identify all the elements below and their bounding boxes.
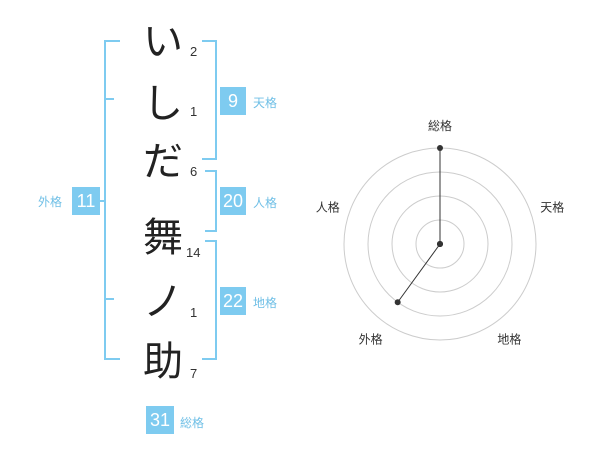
- soukaku-value: 31: [146, 406, 174, 434]
- radar-axis-label: 地格: [497, 331, 521, 346]
- stroke-count: 14: [186, 245, 201, 260]
- radar-axis-label: 天格: [540, 200, 564, 215]
- radar-series-polygon: [397, 148, 441, 303]
- soukaku-label: 総格: [180, 416, 205, 430]
- radar-data-point: [437, 145, 443, 151]
- chikaku-value: 22: [220, 287, 246, 315]
- name-char: 助: [143, 339, 183, 385]
- name-char: 舞: [143, 215, 183, 261]
- stroke-count: 1: [190, 305, 198, 320]
- radar-axis-label: 外格: [359, 331, 383, 346]
- name-char: い: [143, 19, 183, 65]
- name-char: だ: [143, 139, 183, 185]
- stroke-count: 1: [190, 104, 198, 119]
- gaikaku-value: 11: [72, 187, 100, 215]
- chikaku-label: 地格: [253, 296, 278, 310]
- gaikaku-label: 外格: [38, 195, 63, 209]
- radar-data-point: [437, 241, 443, 247]
- tenkaku-label: 天格: [253, 96, 278, 110]
- name-char: し: [143, 81, 183, 127]
- stroke-count: 6: [190, 164, 198, 179]
- radar-axis-label: 人格: [316, 200, 340, 215]
- tenkaku-value: 9: [220, 87, 246, 115]
- radar-data-point: [394, 299, 401, 306]
- radar-axis-label: 総格: [428, 118, 452, 133]
- stroke-count: 7: [190, 366, 198, 381]
- name-char: ノ: [143, 279, 183, 325]
- stroke-count: 2: [190, 44, 198, 59]
- jinkaku-label: 人格: [253, 196, 278, 210]
- jinkaku-value: 20: [220, 187, 246, 215]
